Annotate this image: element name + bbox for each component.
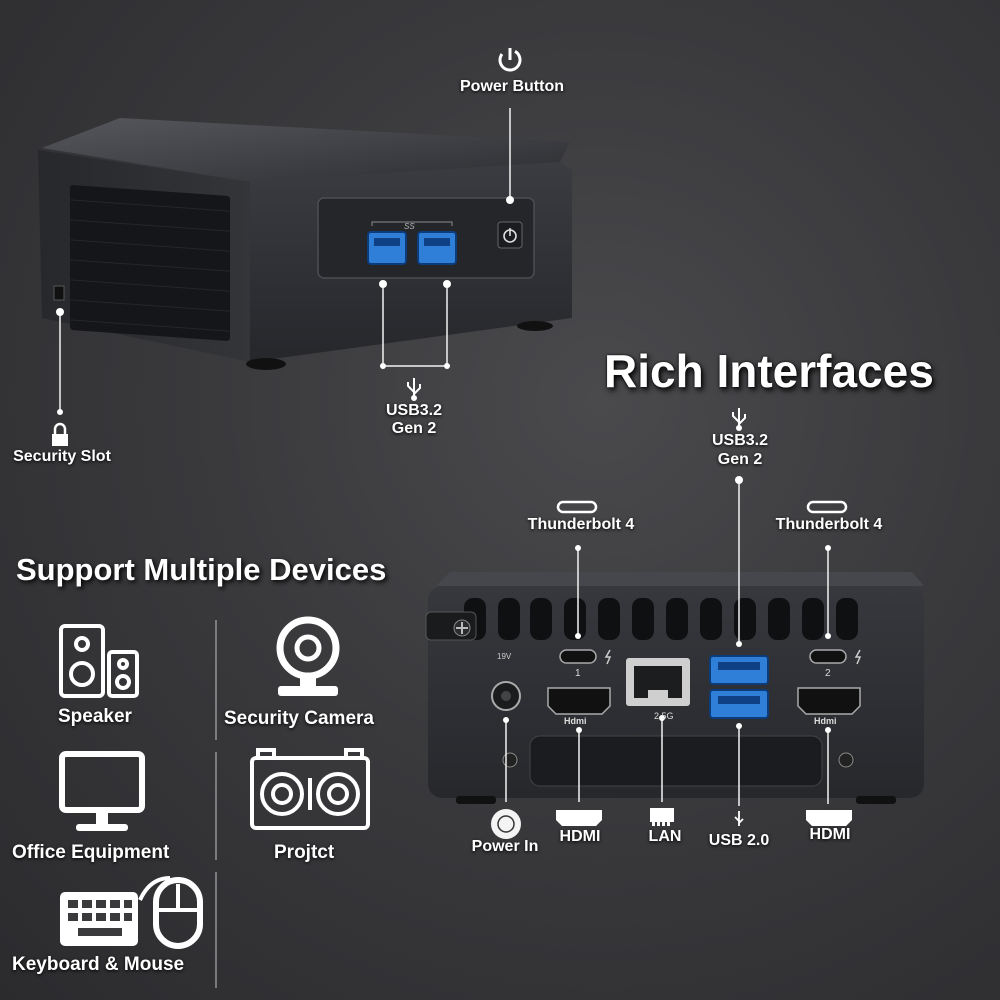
usb-port-front-1 (367, 231, 407, 265)
usb-port-front-2 (417, 231, 457, 265)
pc-top (42, 118, 570, 182)
side-vent (70, 185, 230, 341)
tb-port-1-number: 1 (575, 668, 581, 679)
power-in-icon (491, 809, 521, 839)
power-button-label: Power Button (460, 78, 564, 95)
front-pc-illustration (38, 48, 572, 446)
lan-speed-text: 2.5G (654, 711, 674, 721)
tb-port-2-number: 2 (825, 668, 831, 679)
usb-rear-label-line1: USB3.2 (711, 432, 769, 449)
thunderbolt-label-left: Thunderbolt 4 (527, 516, 635, 533)
device-label-security-camera: Security Camera (224, 708, 374, 729)
device-icons (59, 616, 370, 949)
power-in-label: Power In (471, 838, 539, 855)
thunderbolt-label-right: Thunderbolt 4 (775, 516, 883, 533)
hdmi-label-right: HDMI (809, 826, 851, 843)
headline: Rich Interfaces (604, 345, 934, 397)
dc-19v-text: 19V (497, 652, 512, 661)
keyboard-icon (60, 892, 138, 946)
usb-ss-logo-text: SS (404, 222, 415, 231)
divider-vertical-1 (215, 620, 217, 740)
tb-port-2 (809, 649, 847, 664)
usb-icon-front (407, 378, 421, 401)
projector-icon (250, 748, 370, 830)
hdmi-port-1 (547, 687, 611, 715)
usb20-label: USB 2.0 (708, 832, 770, 849)
rear-pc-illustration (425, 408, 924, 839)
lan-label: LAN (648, 828, 682, 845)
thunderbolt-icon-left (556, 500, 598, 514)
hdmi-port-2 (797, 687, 861, 715)
usb-icon-rear (732, 408, 746, 431)
security-slot-hole (53, 285, 65, 301)
hdmi-port-text-right: Hdmi (814, 716, 837, 726)
mouse-icon (138, 876, 203, 949)
device-label-office-equipment: Office Equipment (12, 842, 170, 863)
support-title: Support Multiple Devices (16, 552, 387, 587)
hdmi-icon-left (556, 810, 602, 826)
security-slot-label: Security Slot (13, 448, 111, 465)
front-callout-dots (56, 196, 514, 415)
divider-vertical-3 (215, 872, 217, 988)
lock-icon (52, 422, 68, 446)
hdmi-port-text-left: Hdmi (564, 716, 587, 726)
hdmi-label-left: HDMI (559, 828, 601, 845)
thunderbolt-icon-right (806, 500, 848, 514)
device-label-projector: Projtct (274, 842, 335, 863)
usb-front-label-line2: Gen 2 (391, 420, 437, 437)
rear-callout-lines (505, 480, 829, 806)
device-label-speaker: Speaker (58, 706, 132, 727)
usb-rear-label-line2: Gen 2 (717, 451, 763, 468)
security-camera-icon (276, 616, 340, 696)
vent-pattern (70, 199, 230, 332)
tb-port-1 (559, 649, 597, 664)
usb-icon-usb20 (734, 811, 744, 826)
monitor-icon (59, 751, 145, 831)
speaker-icon (59, 624, 139, 698)
front-callout-lines (59, 108, 511, 412)
divider-vertical-2 (215, 752, 217, 860)
usb-front-label-line1: USB3.2 (385, 402, 443, 419)
lan-icon (650, 808, 674, 826)
power-icon (498, 48, 522, 72)
hdmi-icon-right (806, 810, 852, 826)
rear-recess-panel (529, 735, 823, 787)
rear-callout-dots (503, 476, 831, 733)
device-label-keyboard-mouse: Keyboard & Mouse (12, 954, 185, 975)
